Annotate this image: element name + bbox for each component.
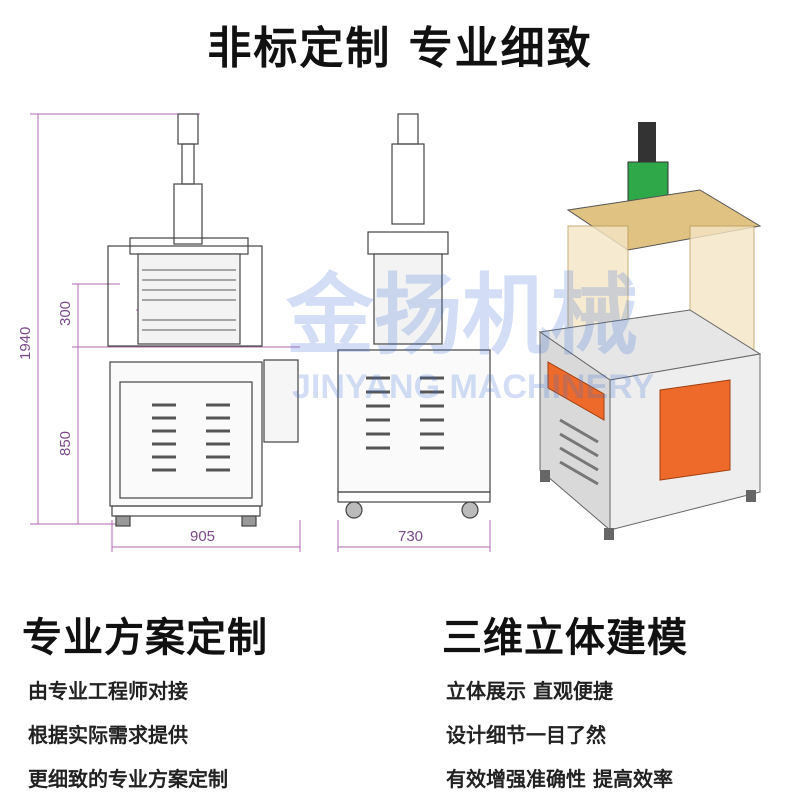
left-column-title: 专业方案定制 — [22, 615, 268, 661]
list-item: 设计细节一目了然 — [446, 723, 606, 747]
watermark-cn: 金扬机械 — [285, 264, 638, 367]
page-title: 非标定制 专业细致 — [207, 23, 593, 74]
dimension-lower-height: 850 — [57, 431, 74, 456]
list-item: 更细致的专业方案定制 — [28, 767, 228, 791]
side-view — [337, 113, 491, 519]
list-item: 由专业工程师对接 — [28, 679, 188, 703]
dimension-upper-height: 300 — [57, 301, 74, 326]
left-column-list: 由专业工程师对接 根据实际需求提供 更细致的专业方案定制 — [28, 676, 228, 808]
right-column-list: 立体展示 直观便捷 设计细节一目了然 有效增强准确性 提高效率 — [446, 676, 673, 808]
watermark-en: JINYANG MACHINERY — [292, 368, 654, 406]
dimension-total-height: 1940 — [17, 327, 34, 360]
dimension-side-width: 730 — [398, 528, 423, 545]
watermark: 金扬机械 JINYANG MACHINERY — [285, 264, 654, 406]
list-item: 根据实际需求提供 — [28, 723, 188, 747]
right-column-title: 三维立体建模 — [442, 615, 688, 661]
front-view — [107, 113, 299, 527]
dimension-front-width: 905 — [190, 528, 215, 545]
list-item: 立体展示 直观便捷 — [446, 679, 613, 703]
machine-drawing: 1940 300 850 905 730 450 350 — [17, 113, 762, 552]
isometric-3d-view — [538, 122, 762, 540]
list-item: 有效增强准确性 提高效率 — [446, 767, 673, 791]
